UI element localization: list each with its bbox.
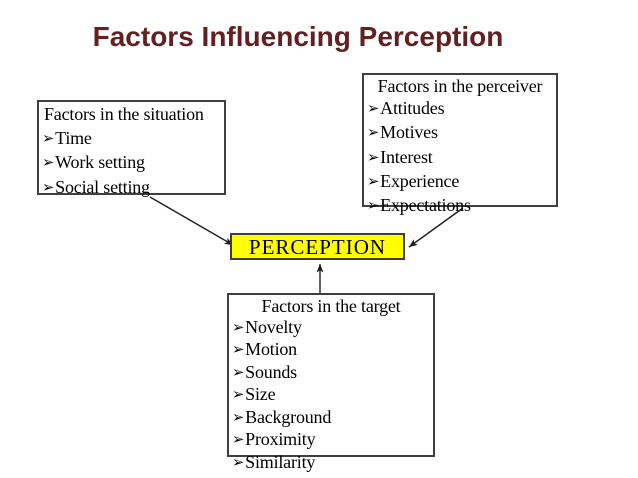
list-item: ➢Proximity — [229, 429, 433, 452]
item-label: Novelty — [245, 316, 302, 337]
perception-box: PERCEPTION — [230, 233, 405, 260]
list-item: ➢Sounds — [229, 362, 433, 385]
arrow-bullet-icon: ➢ — [232, 431, 245, 448]
item-label: Sounds — [245, 361, 297, 382]
list-item: ➢Time — [39, 127, 224, 152]
item-label: Expectations — [380, 195, 471, 216]
list-item: ➢Motion — [229, 339, 433, 362]
list-item: ➢Expectations — [364, 194, 556, 218]
situation-box-items: ➢Time➢Work setting➢Social setting — [39, 127, 224, 201]
arrow-bullet-icon: ➢ — [232, 341, 245, 358]
list-item: ➢Novelty — [229, 317, 433, 340]
item-label: Motives — [380, 122, 438, 143]
arrow-bullet-icon: ➢ — [367, 197, 380, 215]
list-item: ➢Experience — [364, 170, 556, 194]
list-item: ➢Size — [229, 384, 433, 407]
target-box: Factors in the target ➢Novelty➢Motion➢So… — [227, 293, 435, 472]
perceiver-box: Factors in the perceiver ➢Attitudes➢Moti… — [362, 73, 558, 215]
item-label: Motion — [245, 339, 297, 359]
item-label: Experience — [380, 170, 460, 191]
item-label: Social setting — [55, 176, 150, 197]
list-item: ➢Background — [229, 407, 433, 430]
item-label: Work setting — [55, 152, 145, 172]
list-item: ➢Social setting — [39, 176, 224, 201]
arrow-bullet-icon: ➢ — [232, 386, 245, 403]
arrow-bullet-icon: ➢ — [367, 148, 380, 166]
arrow-bullet-icon: ➢ — [367, 124, 380, 142]
arrow-bullet-icon: ➢ — [42, 129, 55, 147]
item-label: Time — [55, 127, 92, 148]
arrow-bullet-icon: ➢ — [42, 154, 55, 171]
page-title: Factors Influencing Perception — [92, 21, 504, 52]
item-label: Attitudes — [380, 98, 445, 119]
list-item: ➢Work setting — [39, 151, 224, 176]
connector-situation-to-perception — [149, 196, 234, 246]
arrow-bullet-icon: ➢ — [42, 178, 55, 196]
situation-box-header: Factors in the situation — [44, 104, 204, 124]
target-box-header: Factors in the target — [261, 296, 401, 316]
situation-box: Factors in the situation ➢Time➢Work sett… — [37, 100, 226, 197]
item-label: Similarity — [245, 451, 316, 472]
perceiver-box-items: ➢Attitudes➢Motives➢Interest➢Experience➢E… — [364, 97, 556, 218]
item-label: Size — [245, 384, 276, 404]
arrow-bullet-icon: ➢ — [232, 453, 245, 471]
list-item: ➢Attitudes — [364, 97, 556, 121]
item-label: Background — [245, 406, 332, 427]
arrow-bullet-icon: ➢ — [232, 363, 245, 381]
arrow-bullet-icon: ➢ — [232, 408, 245, 426]
list-item: ➢Interest — [364, 146, 556, 170]
arrow-bullet-icon: ➢ — [367, 100, 380, 118]
target-box-items: ➢Novelty➢Motion➢Sounds➢Size➢Background➢P… — [229, 317, 433, 475]
perceiver-box-header: Factors in the perceiver — [377, 76, 543, 96]
perception-label: PERCEPTION — [248, 235, 387, 259]
item-label: Proximity — [245, 429, 316, 449]
list-item: ➢Similarity — [229, 452, 433, 475]
connector-perceiver-to-perception — [408, 207, 464, 248]
arrow-bullet-icon: ➢ — [367, 172, 380, 190]
list-item: ➢Motives — [364, 121, 556, 145]
arrow-bullet-icon: ➢ — [232, 318, 245, 336]
item-label: Interest — [380, 146, 433, 167]
